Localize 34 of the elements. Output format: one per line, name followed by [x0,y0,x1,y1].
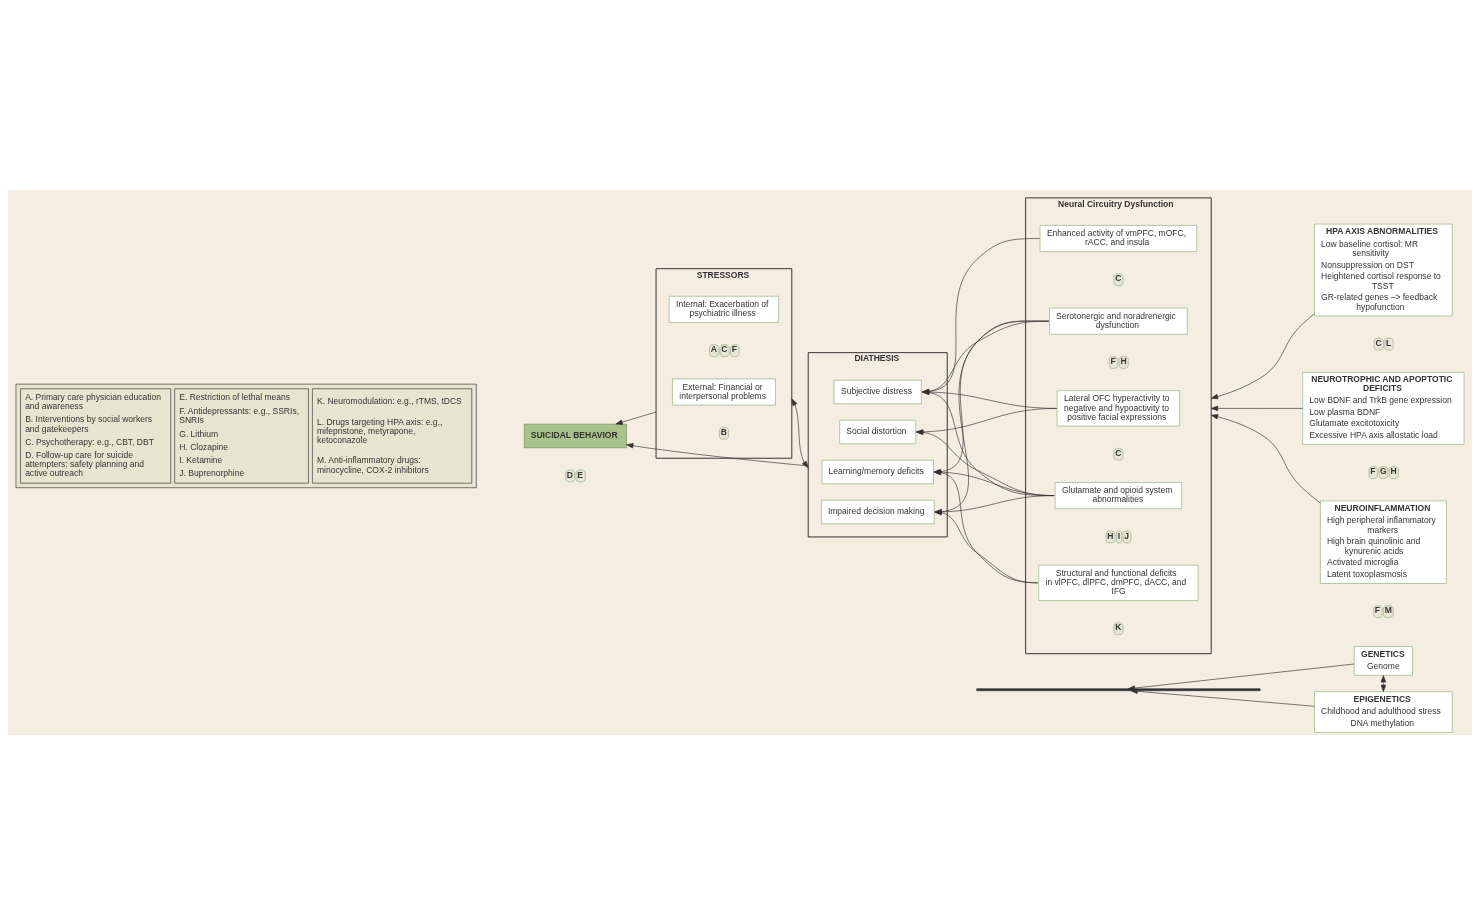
node-label: A [710,343,717,354]
node-label: J [1124,530,1130,541]
label: L. Drugs targeting HPA axis: e.g., mifepristone, metyrapone, ketoconazole [316,416,443,445]
label: D. Follow-up care for suicide attempters: safety planning and active outreach [25,449,144,478]
node-label: C [721,343,728,354]
node-label: E [577,469,584,480]
node-label: C [1375,337,1382,348]
node-label: F [1110,355,1116,366]
node-label: G [1380,465,1387,476]
node-label: F [731,343,738,354]
label: G. Lithium [179,428,219,439]
label: H. Clozapine [179,441,229,452]
node-label: M [1384,604,1392,615]
node-label: H [1120,355,1127,366]
node-label: F [1374,604,1381,615]
node-label: K [1115,621,1122,632]
label: B. Interventions by social workers and gatekeepers [25,413,152,434]
node-label: D [566,469,574,480]
node-label: H [1390,465,1397,476]
label: J. Buprenorphine [179,467,245,478]
node-label: I [1117,530,1121,541]
label: A. Primary care physician education and awareness [25,391,161,411]
label: I. Ketamine [179,454,223,465]
node-label: B [720,426,727,437]
node-label: L [1386,337,1392,348]
node-label: C [1115,447,1122,458]
label: M. Anti-inflammatory drugs: minocycline, COX-2 inhibitors [316,454,429,475]
label: E. Restriction of lethal means [179,391,291,402]
node-label: F [1370,465,1376,476]
label: C. Psychotherapy: e.g., CBT, DBT [25,436,154,447]
node-label: H [1107,530,1114,541]
label: F. Antidepressants: e.g., SSRIs, SNRIs [179,405,300,425]
label: K. Neuromodulation: e.g., rTMS, tDCS [316,395,462,406]
node-label: C [1115,272,1122,283]
